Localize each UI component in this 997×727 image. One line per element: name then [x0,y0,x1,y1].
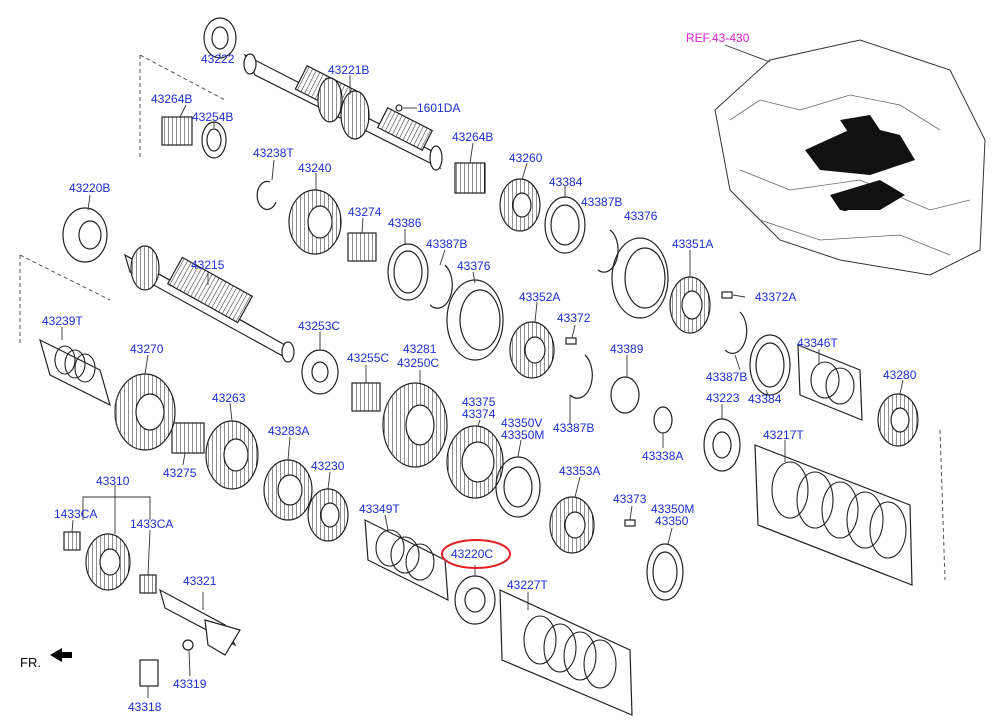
part-label-43350[interactable]: 43350 [655,514,689,528]
part-label-43270[interactable]: 43270 [130,342,164,356]
front-direction-label: FR. [20,655,41,670]
spring-coils [54,345,907,689]
part-label-43375[interactable]: 43375 [462,395,496,409]
bearings [62,17,741,625]
part-label-1433CA-left[interactable]: 1433CA [54,507,98,521]
part-label-43283A[interactable]: 43283A [268,424,310,438]
part-label-43280[interactable]: 43280 [883,368,917,382]
snap-rings [256,180,748,399]
part-label-43387B-lower[interactable]: 43387B [553,421,595,435]
part-label-43373[interactable]: 43373 [613,492,647,506]
part-label-43274[interactable]: 43274 [348,205,382,219]
part-label-43281[interactable]: 43281 [403,342,437,356]
part-label-43387B[interactable]: 43387B [581,195,623,209]
part-label-43227T[interactable]: 43227T [507,578,548,592]
part-label-43349T[interactable]: 43349T [359,502,400,516]
part-label-43238T[interactable]: 43238T [253,146,294,160]
part-label-43376[interactable]: 43376 [624,209,658,223]
part-label-43240[interactable]: 43240 [298,161,332,175]
part-label-43372[interactable]: 43372 [557,311,591,325]
part-label-43352A[interactable]: 43352A [519,290,561,304]
part-label-43263[interactable]: 43263 [212,391,246,405]
part-label-43215[interactable]: 43215 [191,258,225,272]
kit-boxes [39,338,913,716]
part-label-43350M-lower[interactable]: 43350M [651,502,695,516]
gears [85,121,919,601]
part-label-43255C[interactable]: 43255C [347,351,390,365]
part-label-43220B[interactable]: 43220B [69,181,111,195]
upper-shaft [243,53,443,171]
part-label-43389[interactable]: 43389 [610,342,644,356]
lower-shaft [124,245,295,363]
part-label-43386[interactable]: 43386 [388,216,422,230]
part-label-43351A[interactable]: 43351A [672,237,714,251]
part-label-43384-right[interactable]: 43384 [748,392,782,406]
front-arrow [50,648,72,662]
part-label-43222[interactable]: 43222 [201,52,235,66]
transmission-housing-reference [714,39,986,276]
part-label-43310[interactable]: 43310 [96,474,130,488]
part-label-1433CA-right[interactable]: 1433CA [130,517,174,531]
part-label-43319[interactable]: 43319 [173,677,207,691]
part-label-43264B[interactable]: 43264B [151,92,193,106]
part-label-43387B-right[interactable]: 43387B [706,370,748,384]
part-label-43350V[interactable]: 43350V [501,416,543,430]
small-parts [139,104,733,687]
part-label-43230[interactable]: 43230 [311,459,345,473]
part-label-43250C[interactable]: 43250C [397,356,440,370]
part-label-43217T[interactable]: 43217T [763,428,804,442]
part-label-43350M[interactable]: 43350M [501,428,545,442]
part-label-43260[interactable]: 43260 [509,151,543,165]
part-label-43353A[interactable]: 43353A [559,464,601,478]
part-label-1601DA[interactable]: 1601DA [417,101,461,115]
part-label-43239T[interactable]: 43239T [42,314,83,328]
highlight-ring [441,539,511,569]
part-label-43223[interactable]: 43223 [706,391,740,405]
part-label-43254B[interactable]: 43254B [192,110,234,124]
part-label-43346T[interactable]: 43346T [797,336,838,350]
part-label-43321[interactable]: 43321 [183,574,217,588]
part-label-43253C[interactable]: 43253C [298,319,341,333]
reference-label[interactable]: REF.43-430 [686,31,750,45]
part-label-43318[interactable]: 43318 [128,700,162,714]
part-label-43338A[interactable]: 43338A [642,449,684,463]
part-label-43384[interactable]: 43384 [549,175,583,189]
part-label-43387B-mid[interactable]: 43387B [426,237,468,251]
part-label-43264B-upper[interactable]: 43264B [452,130,494,144]
part-label-43275[interactable]: 43275 [163,466,197,480]
part-label-43372A[interactable]: 43372A [755,290,797,304]
part-label-43221B[interactable]: 43221B [328,63,370,77]
needle-bearings [63,116,486,594]
part-label-43220C[interactable]: 43220C [451,547,494,561]
part-label-43376-mid[interactable]: 43376 [457,259,491,273]
leader-lines [61,53,904,698]
part-label-43374[interactable]: 43374 [462,407,496,421]
